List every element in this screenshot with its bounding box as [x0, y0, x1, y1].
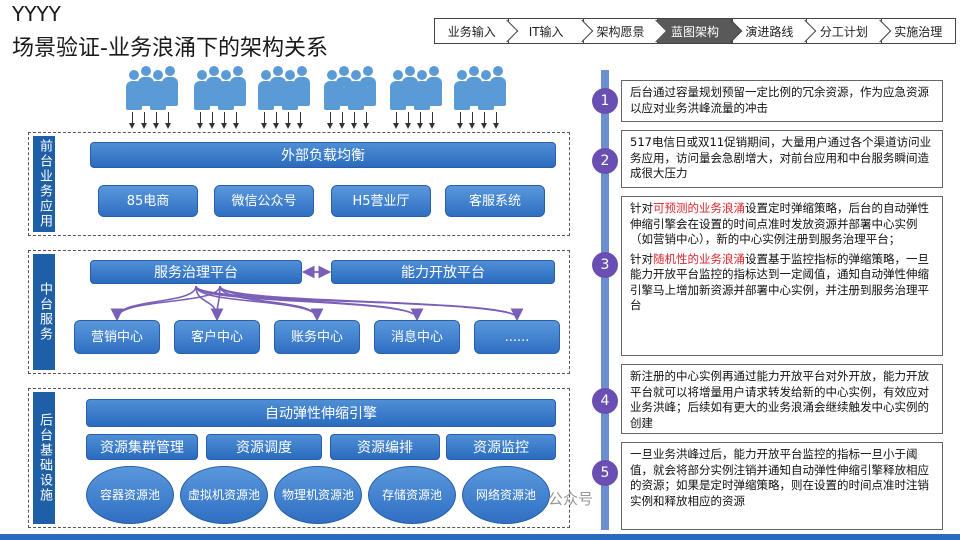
connector-line: [219, 285, 424, 322]
connector-line: [219, 285, 324, 322]
step-badge-2: 2: [592, 148, 618, 174]
down-arrows-icon: [258, 112, 310, 130]
connector-line: [219, 285, 524, 322]
breadcrumb-item-vision[interactable]: 架构愿景: [582, 18, 668, 44]
external-load-balancer: 外部负载均衡: [90, 142, 556, 168]
predictable-surge-highlight: 可预测的业务浪涌: [653, 201, 745, 215]
timeline-bar: [601, 70, 609, 530]
user-group-icon: [126, 66, 178, 110]
resource-cluster-mgmt: 资源集群管理: [86, 434, 198, 460]
breadcrumb-item-blueprint[interactable]: 蓝图架构: [657, 18, 743, 44]
page-title: 场景验证-业务浪涌下的架构关系: [12, 36, 328, 61]
pool-physical: 物理机资源池: [274, 466, 362, 524]
center-customer: 客户中心: [174, 320, 260, 354]
front-section: [28, 132, 570, 236]
connector-line: [195, 285, 324, 322]
center-billing: 账务中心: [274, 320, 360, 354]
down-arrows-icon: [126, 112, 178, 130]
page-title-code: YYYY: [12, 2, 61, 26]
note-3b: 针对随机性的业务浪涌设置基于监控指标的弹缩策略，一旦能力开放平台监控的指标达到一…: [630, 251, 929, 313]
note-step-5: 一旦业务洪峰过后，能力开放平台监控的指标一旦小于阈值，就会将部分实例注销并通知自…: [621, 442, 943, 530]
down-arrows-icon: [390, 112, 442, 130]
note-step-3: 针对可预测的业务浪涌设置定时弹缩策略，后台的自动弹性伸缩引擎会在设置的时间点准时…: [621, 196, 943, 356]
center-message: 消息中心: [374, 320, 460, 354]
service-governance-platform: 服务治理平台: [90, 260, 302, 284]
middle-section-label: 中台服务: [33, 254, 55, 370]
front-section-label: 前台业务应用: [33, 136, 55, 232]
breadcrumb-item-plan[interactable]: 分工计划: [806, 18, 891, 44]
user-group-icon: [194, 66, 246, 110]
app-customer-service: 客服系统: [445, 185, 545, 217]
middle-section: [28, 250, 570, 374]
person-icon: [360, 66, 376, 106]
person-icon: [162, 66, 178, 106]
person-icon: [294, 66, 310, 106]
back-section: [28, 388, 570, 528]
pool-storage: 存储资源池: [368, 466, 456, 524]
bottom-accent-bar: [0, 534, 960, 540]
step-badge-4: 4: [592, 388, 618, 414]
note-step-4: 新注册的中心实例再通过能力开放平台对外开放，能力开放平台就可以将增量用户请求转发…: [621, 364, 943, 434]
step-badge-5: 5: [592, 460, 618, 486]
connector-line: [195, 285, 524, 322]
watermark-text: 公众号: [548, 490, 594, 508]
resource-scheduling: 资源调度: [206, 434, 322, 460]
down-arrows-icon: [454, 112, 506, 130]
app-wechat-official: 微信公众号: [214, 185, 314, 217]
pool-container: 容器资源池: [86, 466, 174, 524]
auto-scaling-engine: 自动弹性伸缩引擎: [86, 399, 556, 427]
random-surge-highlight: 随机性的业务浪涌: [653, 251, 745, 266]
capability-open-platform: 能力开放平台: [331, 260, 555, 284]
resource-orchestration: 资源编排: [330, 434, 440, 460]
user-group-icon: [258, 66, 310, 110]
center-marketing: 营销中心: [74, 320, 160, 354]
app-85-ecommerce: 85电商: [98, 185, 198, 217]
step-badge-3: 3: [592, 252, 618, 278]
note-3a: 针对可预测的业务浪涌设置定时弹缩策略，后台的自动弹性伸缩引擎会在设置的时间点准时…: [630, 201, 929, 246]
breadcrumb-item-roadmap[interactable]: 演进路线: [731, 18, 817, 44]
note-step-1: 后台通过容量规划预留一定比例的冗余资源，作为应急资源以应对业务洪峰流量的冲击: [621, 80, 943, 122]
down-arrows-icon: [324, 112, 376, 130]
user-group-icon: [454, 66, 506, 110]
resource-monitoring: 资源监控: [446, 434, 556, 460]
note-2-text: 517电信日或双11促销期间，大量用户通过各个渠道访问业务应用，访问量会急剧增大…: [630, 135, 932, 180]
note-4-text: 新注册的中心实例再通过能力开放平台对外开放，能力开放平台就可以将增量用户请求转发…: [630, 369, 929, 430]
breadcrumb-item-governance[interactable]: 实施治理: [880, 18, 956, 44]
pool-vm: 虚拟机资源池: [180, 466, 268, 524]
user-group-icon: [324, 66, 376, 110]
step-badge-1: 1: [592, 88, 618, 114]
breadcrumb-item-it-input[interactable]: IT输入: [508, 18, 594, 44]
note-step-2: 517电信日或双11促销期间，大量用户通过各个渠道访问业务应用，访问量会急剧增大…: [621, 130, 943, 188]
note-5-text: 一旦业务洪峰过后，能力开放平台监控的指标一旦小于阈值，就会将部分实例注销并通知自…: [630, 447, 929, 508]
back-section-label: 后台基础设施: [33, 392, 55, 524]
person-icon: [426, 66, 442, 106]
user-group-icon: [390, 66, 442, 110]
connector-line: [110, 285, 221, 322]
pool-network: 网络资源池: [462, 466, 550, 524]
person-icon: [230, 66, 246, 106]
person-icon: [490, 66, 506, 106]
breadcrumb-item-business-input[interactable]: 业务输入: [434, 18, 519, 44]
center-more: ......: [474, 320, 560, 354]
app-h5-hall: H5营业厅: [331, 185, 431, 217]
breadcrumb: 业务输入 IT输入 架构愿景 蓝图架构 演进路线 分工计划 实施治理: [434, 18, 956, 44]
connector-line: [110, 285, 197, 322]
note-1-text: 后台通过容量规划预留一定比例的冗余资源，作为应急资源以应对业务洪峰流量的冲击: [630, 85, 929, 115]
down-arrows-icon: [194, 112, 246, 130]
middle-connectors: [110, 265, 524, 322]
connector-line: [210, 285, 224, 322]
